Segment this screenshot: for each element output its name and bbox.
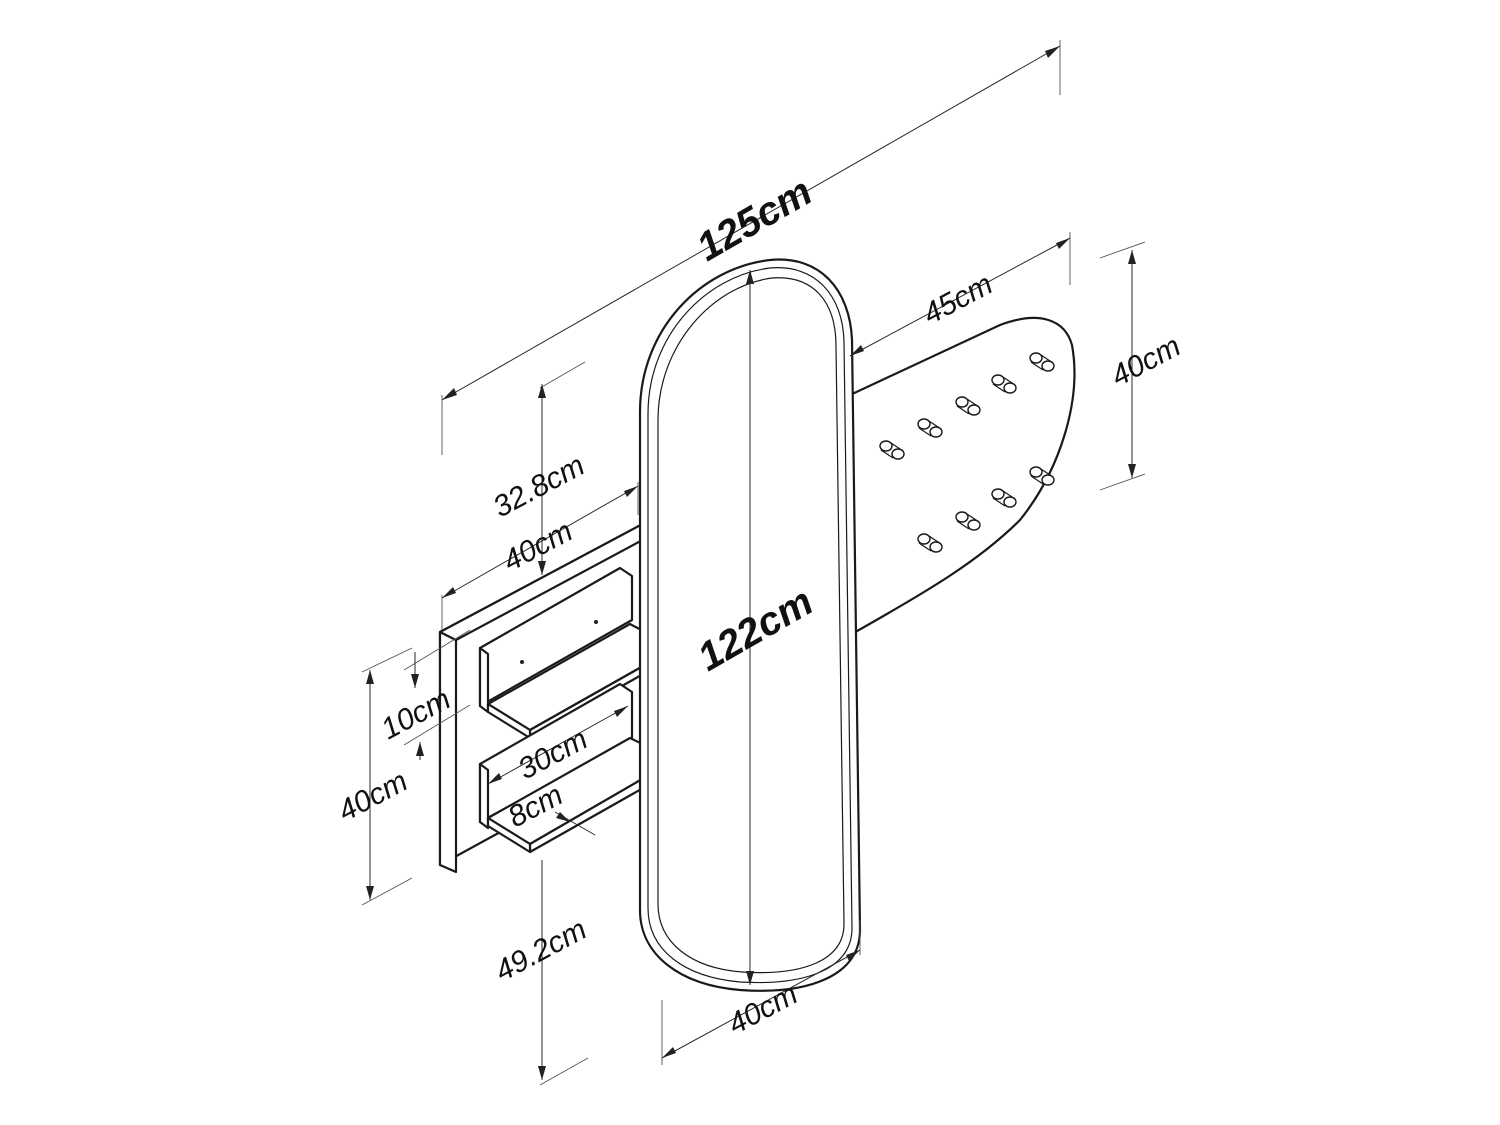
hook-peg [879,440,905,460]
label-shelf-unit-height: 40cm [333,765,413,829]
coat-hooks [879,352,1055,553]
hook-peg [1029,466,1055,486]
hook-peg [955,396,981,416]
hook-peg [955,511,981,531]
label-coat-panel-width: 45cm [918,268,998,332]
label-coat-panel-height: 40cm [1106,330,1186,394]
dimension-lines [361,40,1146,1086]
hook-peg [917,418,943,438]
lower-shelf [478,682,677,854]
label-bottom-offset: 49.2cm [490,913,592,988]
label-total-width: 125cm [690,169,820,269]
coat-hook-panel [848,316,1076,637]
hook-peg [991,374,1017,394]
hook-peg [991,488,1017,508]
shelf-unit [438,518,677,874]
label-top-offset: 32.8cm [488,449,590,524]
hook-peg [917,533,943,553]
hook-peg [1029,352,1055,372]
